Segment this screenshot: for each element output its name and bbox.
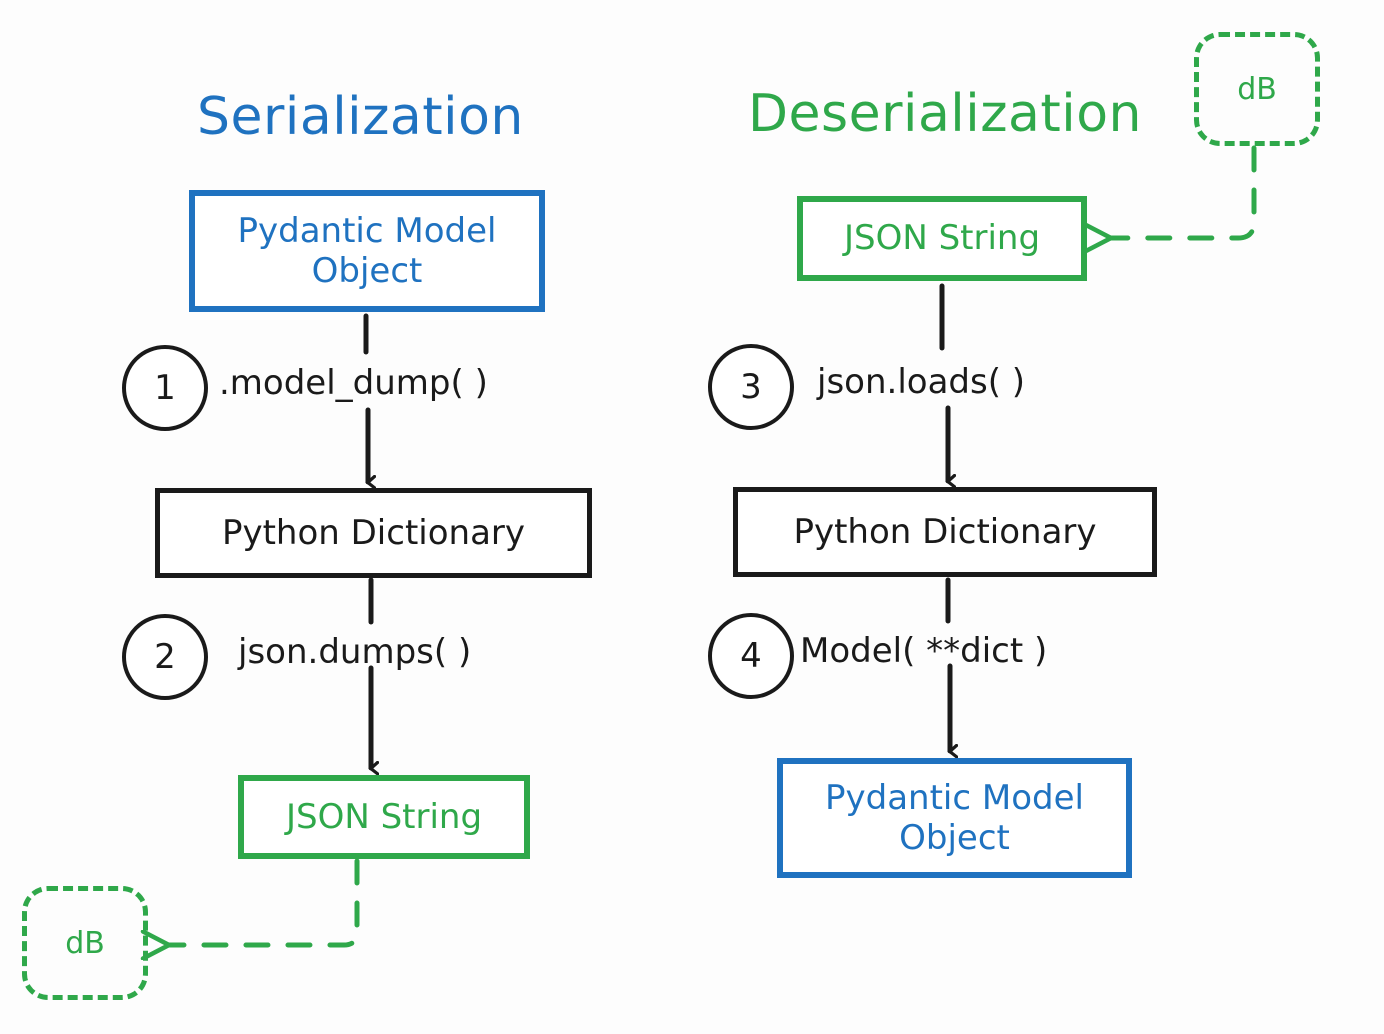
node-label: JSON String (843, 218, 1041, 259)
node-pydantic-model-object-deserialization: Pydantic Model Object (777, 758, 1132, 878)
step-label-model-construct: Model( **dict ) (800, 631, 1048, 671)
node-label: JSON String (285, 796, 483, 837)
node-python-dictionary-serialization: Python Dictionary (155, 488, 592, 578)
step-number: 4 (740, 636, 762, 676)
node-label: Pydantic Model Object (237, 210, 497, 291)
step-marker-4: 4 (708, 613, 794, 699)
step-label-json-dumps: json.dumps( ) (238, 632, 472, 672)
link-db-to-json-right (1110, 145, 1257, 238)
database-label: dB (1237, 71, 1277, 107)
database-store-deserialization: dB (1194, 32, 1320, 146)
step-marker-3: 3 (708, 344, 794, 430)
node-label: Pydantic Model Object (825, 777, 1084, 858)
node-label: Python Dictionary (793, 511, 1097, 552)
link-json-to-db-left (168, 858, 360, 945)
database-store-serialization: dB (22, 886, 148, 1000)
node-pydantic-model-object-serialization: Pydantic Model Object (189, 190, 545, 312)
step-marker-1: 1 (122, 345, 208, 431)
step-number: 3 (740, 367, 762, 407)
serialization-title: Serialization (197, 87, 524, 147)
step-number: 1 (154, 368, 176, 408)
node-python-dictionary-deserialization: Python Dictionary (733, 487, 1157, 577)
step-label-model-dump: .model_dump( ) (219, 363, 488, 403)
deserialization-title: Deserialization (748, 84, 1142, 144)
node-json-string-serialization: JSON String (238, 775, 530, 859)
step-label-json-loads: json.loads( ) (817, 362, 1026, 402)
step-marker-2: 2 (122, 614, 208, 700)
step-number: 2 (154, 637, 176, 677)
node-json-string-deserialization: JSON String (797, 196, 1087, 281)
database-label: dB (65, 925, 105, 961)
node-label: Python Dictionary (221, 512, 526, 553)
